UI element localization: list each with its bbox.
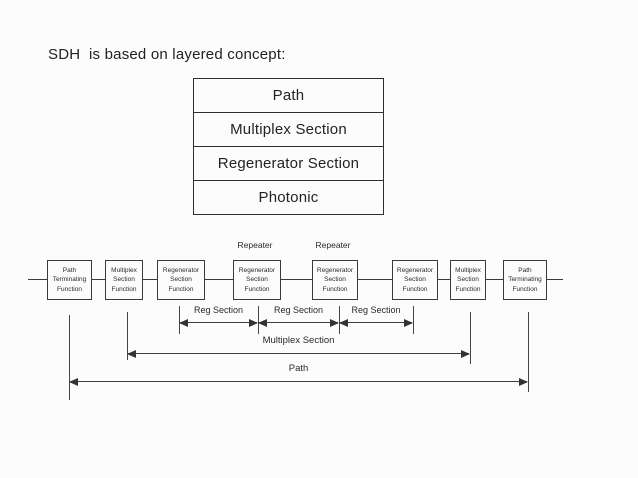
repeater-label-left: Repeater (237, 240, 273, 250)
reg-section-label: Reg Section (273, 305, 324, 315)
function-box-multiplex-section-right: Multiplex Section Function (450, 260, 486, 300)
arrow-right-icon (330, 318, 339, 327)
function-box-regenerator-section-2: Regenerator Section Function (233, 260, 281, 300)
extension-line (528, 312, 530, 392)
function-box-regenerator-section-4: Regenerator Section Function (392, 260, 438, 300)
function-box-regenerator-section-1: Regenerator Section Function (157, 260, 205, 300)
arrow-right-icon (519, 377, 528, 386)
layer-row-multiplex-section: Multiplex Section (194, 112, 383, 146)
function-box-multiplex-section-left: Multiplex Section Function (105, 260, 143, 300)
arrow-left-icon (69, 377, 78, 386)
layer-row-photonic: Photonic (194, 180, 383, 214)
arrow-right-icon (249, 318, 258, 327)
arrow-right-icon (404, 318, 413, 327)
layer-row-path: Path (272, 87, 305, 104)
arrow-left-icon (258, 318, 267, 327)
function-box-regenerator-section-3: Regenerator Section Function (312, 260, 358, 300)
dimension-line (128, 353, 469, 354)
extension-line (470, 312, 472, 364)
function-box-path-terminating-left: Path Terminating Function (47, 260, 92, 300)
reg-section-label: Reg Section (351, 305, 401, 315)
dimension-path: Path (69, 363, 528, 388)
arrow-left-icon (127, 349, 136, 358)
dimension-reg-section-2: Reg Section (258, 305, 339, 329)
dimension-multiplex-section: Multiplex Section (127, 335, 470, 360)
extension-line (69, 315, 71, 400)
chain-connector-line (28, 279, 563, 280)
repeater-label-right: Repeater (315, 240, 351, 250)
dimension-line (340, 322, 412, 323)
dimension-line (259, 322, 338, 323)
dimension-reg-section-1: Reg Section (179, 305, 258, 329)
arrow-right-icon (461, 349, 470, 358)
arrow-left-icon (179, 318, 188, 327)
reg-section-label: Reg Section (193, 305, 244, 315)
function-box-path-terminating-right: Path Terminating Function (503, 260, 547, 300)
page-title: SDH is based on layered concept: (48, 46, 286, 63)
dimension-reg-section-3: Reg Section (339, 305, 413, 329)
path-label: Path (288, 363, 309, 374)
dimension-tick (413, 306, 415, 334)
arrow-left-icon (339, 318, 348, 327)
dimension-line (180, 322, 257, 323)
layer-stack-table: Path Multiplex Section Regenerator Secti… (193, 78, 384, 215)
layer-row-regenerator-section: Regenerator Section (194, 146, 383, 180)
dimension-line (70, 381, 527, 382)
extension-line (127, 312, 129, 360)
multiplex-section-label: Multiplex Section (262, 335, 335, 346)
